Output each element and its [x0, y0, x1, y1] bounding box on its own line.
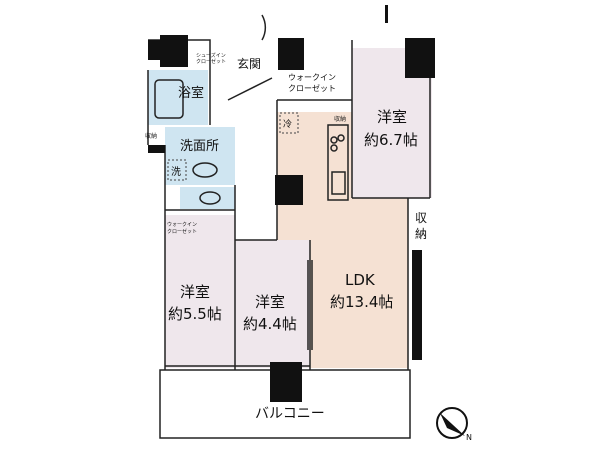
western-room-44-label: 洋室 — [255, 293, 285, 311]
washroom-label: 洗面所 — [180, 139, 219, 154]
north-arrow-icon: N — [436, 407, 472, 442]
walkin-closet-top-label: クローゼット — [288, 83, 336, 93]
bath-area — [148, 70, 208, 125]
washer-label: 洗 — [171, 166, 181, 178]
shoe-closet-label: クローゼット — [196, 58, 226, 65]
western-room-44-area — [235, 240, 310, 368]
western-room-67-label: 洋室 — [377, 108, 407, 126]
fridge-label: 冷 — [283, 118, 292, 130]
balcony-label: バルコニー — [255, 406, 325, 422]
compass-label: N — [466, 433, 472, 442]
western-room-55-area — [165, 215, 235, 368]
walkin-closet-top-label: ウォークイン — [288, 73, 336, 82]
washer-space — [167, 159, 187, 181]
western-room-67-size: 約6.7帖 — [364, 131, 418, 149]
entrance-label: 玄関 — [237, 56, 261, 71]
ldk-label: LDK — [345, 271, 376, 289]
shoe-closet-label: シューズイン — [196, 52, 226, 59]
walkin-closet-left-label: ウォークイン — [167, 221, 197, 228]
fridge-space — [279, 112, 299, 134]
interior-lines — [147, 14, 431, 370]
walkin-closet-left-label: クローゼット — [167, 228, 197, 235]
toilet-area — [180, 187, 235, 209]
bath-label: 浴室 — [178, 85, 204, 101]
ldk-size: 約13.4帖 — [330, 293, 393, 311]
storage-kitchen-label: 収納 — [334, 115, 346, 123]
storage-left-label: 収納 — [145, 132, 157, 140]
storage-right-label: 収 — [415, 211, 427, 225]
structural-walls — [148, 5, 435, 402]
western-room-55-label: 洋室 — [180, 283, 210, 301]
washroom-area — [165, 127, 235, 185]
storage-right-label: 納 — [415, 227, 427, 241]
ldk-area — [277, 112, 408, 368]
western-room-44-size: 約4.4帖 — [243, 315, 297, 333]
western-room-55-size: 約5.5帖 — [168, 305, 222, 323]
